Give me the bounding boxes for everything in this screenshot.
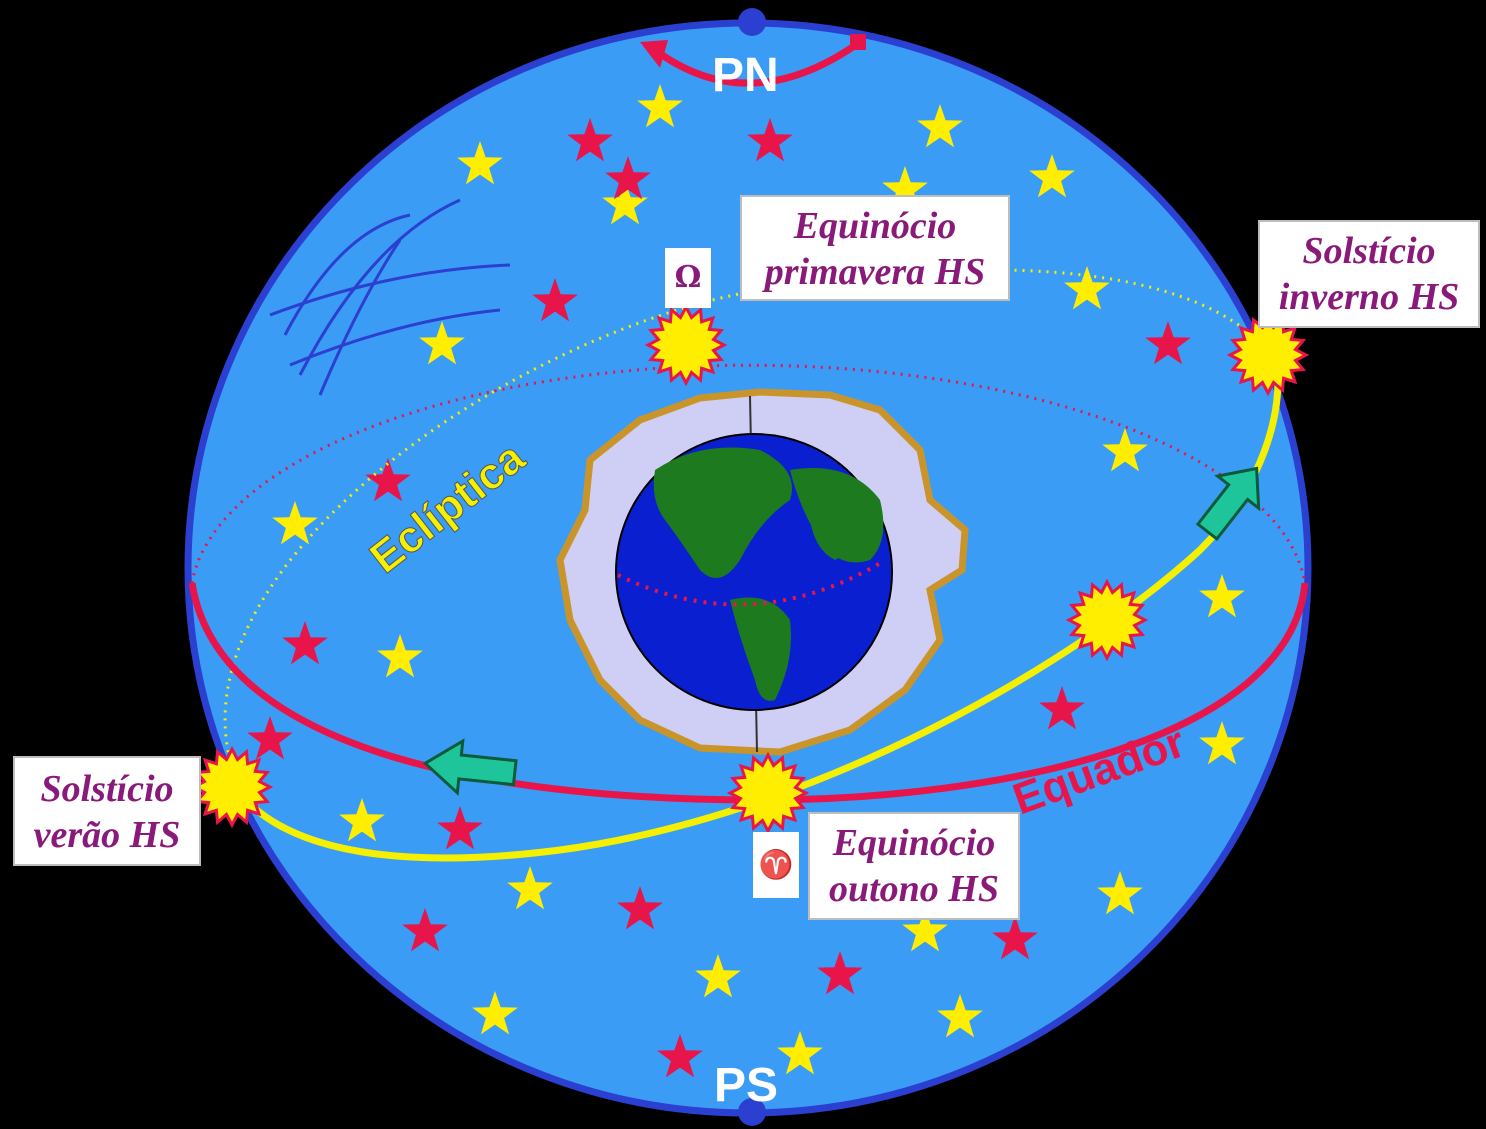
constellation-lines — [269, 198, 511, 396]
sun-markers — [190, 303, 1310, 835]
aries-symbol: ♈ — [753, 832, 799, 898]
south-pole-label: PS — [714, 1059, 779, 1112]
north-rotation-arrow-tail — [850, 34, 866, 50]
sun-winter-solstice — [1226, 313, 1310, 397]
ascending-node-symbol: Ω — [665, 248, 711, 308]
equator-direction-arrow — [422, 738, 518, 796]
winter-solstice-line-1: Solstício — [1302, 230, 1436, 272]
south-pole-dot — [738, 1098, 766, 1126]
ecliptic-direction-arrow — [1195, 466, 1261, 542]
spring-equinox-line-1: Equinócio — [793, 205, 957, 247]
spring-equinox-label: Equinócio primavera HS — [740, 195, 1010, 301]
autumn-equinox-line-1: Equinócio — [832, 822, 996, 864]
summer-solstice-label: Solstício verão HS — [13, 756, 201, 866]
autumn-equinox-label: Equinócio outono HS — [808, 812, 1020, 920]
equator-back-dotted — [190, 363, 1307, 584]
north-rotation-arrow — [652, 39, 863, 87]
spring-equinox-line-2: primavera HS — [764, 251, 986, 293]
summer-solstice-line-1: Solstício — [40, 768, 174, 810]
winter-solstice-line-2: inverno HS — [1278, 276, 1460, 318]
north-pole-dot — [738, 8, 766, 36]
autumn-equinox-line-2: outono HS — [828, 868, 1000, 910]
sun-spring-equinox — [644, 303, 728, 387]
north-pole-label: PN — [712, 49, 779, 102]
sun-summer-solstice — [190, 745, 274, 829]
earth-continents — [653, 447, 884, 701]
north-rotation-arrowhead — [640, 40, 668, 68]
sun-ecliptic — [1065, 578, 1149, 662]
summer-solstice-line-2: verão HS — [33, 814, 181, 856]
winter-solstice-label: Solstício inverno HS — [1258, 220, 1480, 328]
sun-autumn-equinox — [726, 751, 810, 835]
